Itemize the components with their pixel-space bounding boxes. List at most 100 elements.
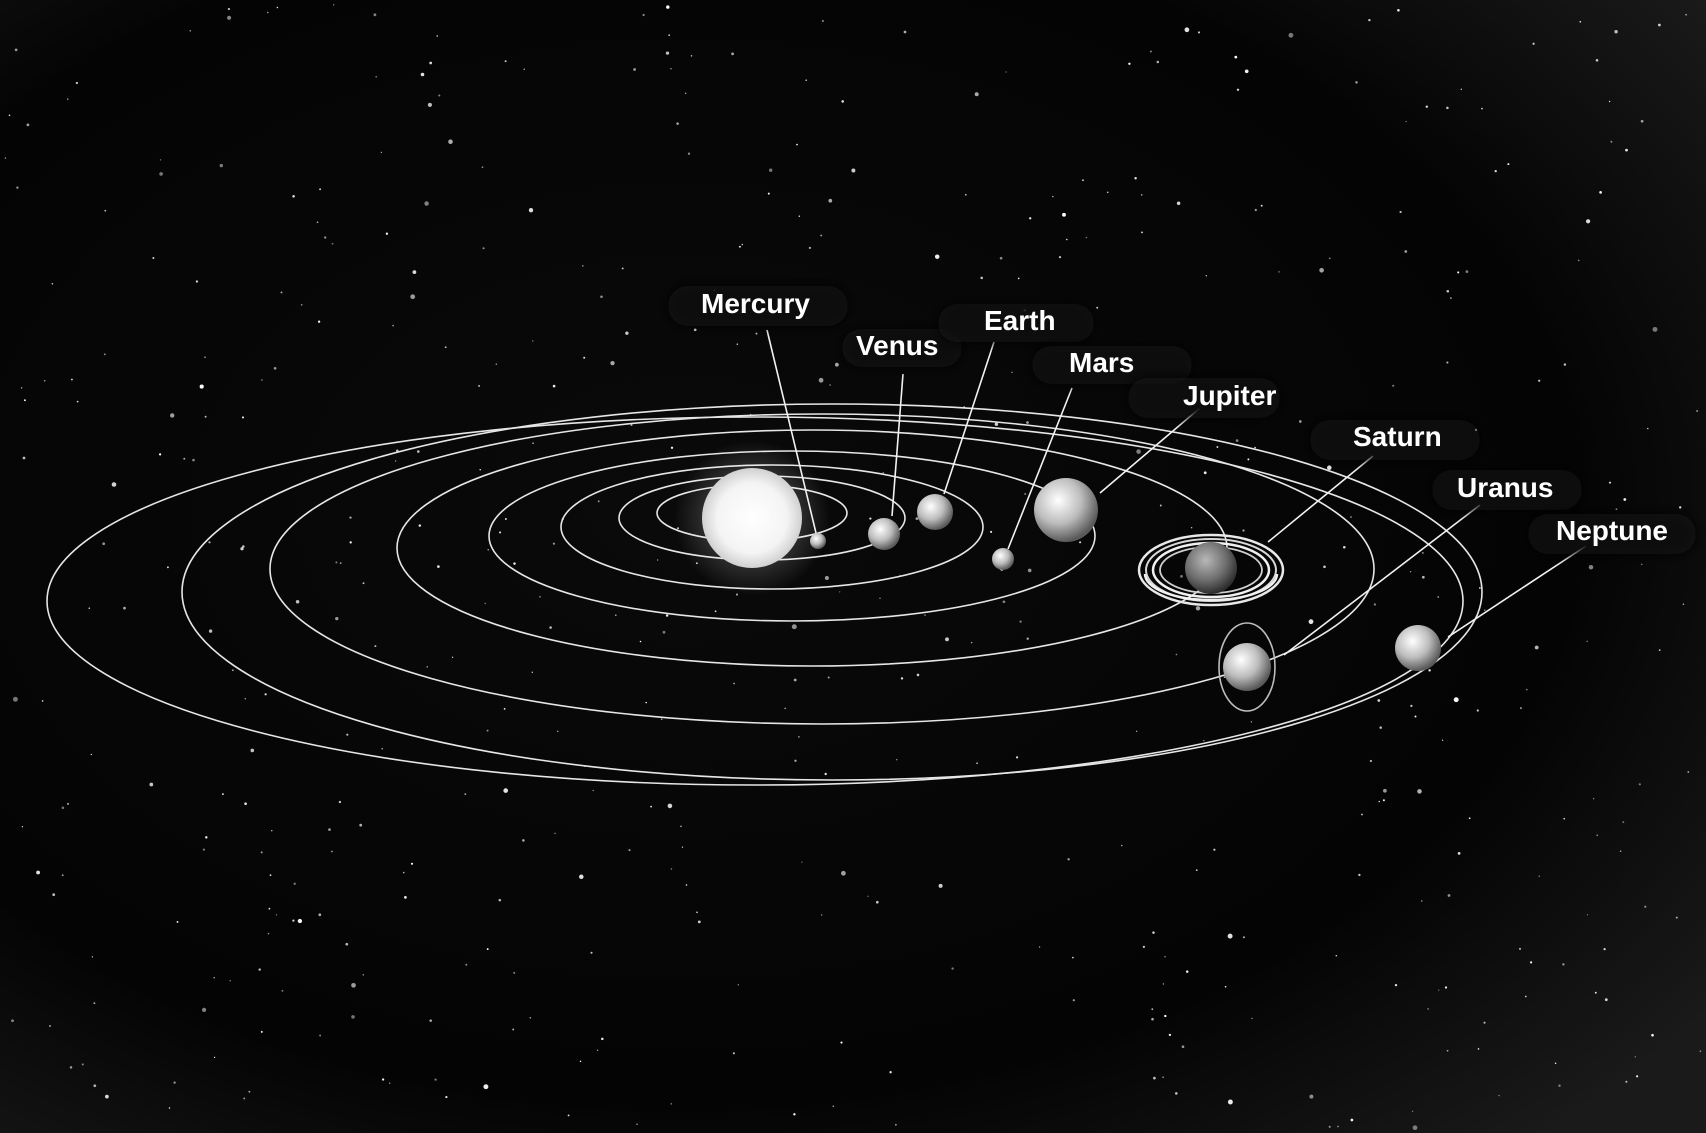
star [1184, 27, 1190, 33]
star [1278, 271, 1280, 273]
star [498, 898, 502, 902]
star [1603, 947, 1606, 951]
star [1599, 191, 1602, 194]
star [1224, 985, 1227, 988]
star [976, 762, 978, 765]
star [1024, 493, 1027, 495]
star [418, 524, 422, 527]
star [331, 242, 334, 245]
leader-uranus [1283, 504, 1481, 656]
star [1288, 32, 1294, 38]
star [1026, 637, 1029, 640]
star [1029, 217, 1032, 220]
star [549, 626, 552, 629]
star [667, 803, 673, 809]
star [592, 789, 594, 792]
star [1399, 210, 1402, 214]
star [680, 825, 682, 828]
star [1526, 688, 1528, 691]
star [628, 849, 631, 852]
label-earth: Earth [938, 304, 1094, 342]
star [1368, 18, 1371, 22]
star [1465, 270, 1469, 273]
star [1011, 371, 1013, 373]
orbit-saturn [269, 413, 1375, 725]
star [1176, 201, 1181, 205]
star [176, 920, 179, 923]
star [1562, 963, 1565, 966]
star [767, 192, 770, 195]
star [52, 893, 56, 897]
star [195, 280, 199, 283]
star [1619, 850, 1622, 852]
star [250, 748, 255, 753]
leader-jupiter [1099, 407, 1201, 494]
star [1532, 42, 1535, 45]
star [1614, 30, 1618, 34]
star [1507, 163, 1510, 166]
star [318, 913, 322, 917]
label-text-earth: Earth [984, 305, 1056, 336]
star [697, 920, 701, 924]
star [213, 977, 215, 979]
planet-earth [917, 494, 953, 530]
star [1079, 541, 1082, 544]
star [1437, 596, 1439, 598]
star [1121, 844, 1123, 847]
star [451, 656, 454, 658]
star [732, 1052, 735, 1055]
star [851, 168, 856, 173]
star [1414, 715, 1417, 718]
star [1242, 936, 1245, 939]
star [681, 846, 684, 848]
star [292, 919, 295, 922]
star [1615, 508, 1618, 511]
star [1444, 986, 1448, 989]
star [660, 718, 663, 720]
star [1244, 69, 1249, 74]
star [1412, 1125, 1418, 1131]
star [345, 942, 349, 946]
star [159, 159, 162, 161]
star [636, 1123, 638, 1125]
star [1168, 1033, 1172, 1037]
star [434, 1078, 437, 1081]
star [478, 384, 481, 387]
star [801, 861, 803, 863]
star [1417, 789, 1422, 794]
star [1190, 526, 1193, 529]
planets [810, 478, 1441, 712]
star [1658, 649, 1661, 652]
star [583, 356, 586, 359]
star [41, 700, 44, 702]
star [495, 363, 498, 365]
star [513, 562, 516, 565]
star [1017, 277, 1020, 280]
star [75, 81, 79, 85]
star [264, 693, 267, 696]
star [1460, 88, 1462, 90]
star [381, 747, 384, 750]
star [1203, 471, 1207, 475]
star [346, 733, 349, 736]
star [123, 606, 126, 610]
planet-uranus [1218, 622, 1276, 712]
star [895, 1123, 897, 1126]
star [297, 918, 303, 924]
star [1623, 498, 1627, 501]
star [818, 377, 824, 383]
star [1072, 956, 1074, 959]
star [793, 1113, 796, 1116]
star [1554, 1062, 1557, 1065]
star [486, 729, 489, 732]
star [714, 610, 717, 613]
star [1153, 1076, 1156, 1080]
star [924, 614, 926, 616]
star [670, 446, 674, 449]
star [1085, 236, 1088, 239]
star [268, 907, 271, 910]
orbit-neptune [46, 416, 1464, 786]
star [8, 114, 11, 117]
star [951, 967, 954, 970]
star [1446, 106, 1449, 110]
